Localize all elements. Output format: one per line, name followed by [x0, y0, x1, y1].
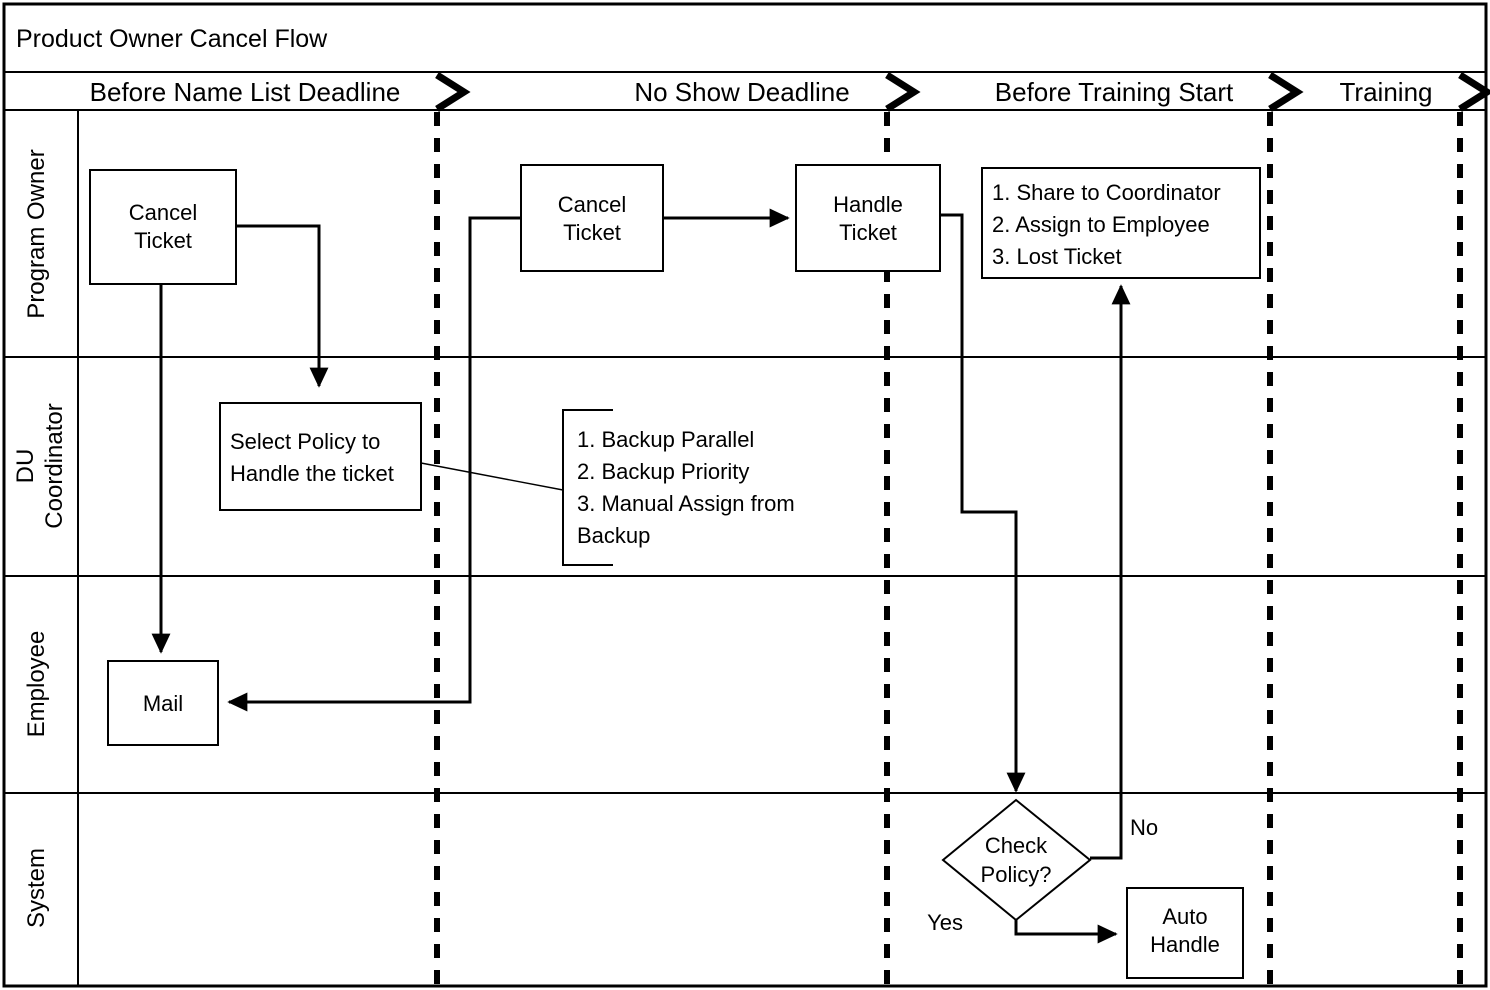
node-handle-ticket-line2: Ticket [839, 220, 897, 245]
node-cancel-ticket-1-line2: Ticket [134, 228, 192, 253]
owner-options-item-2: 2. Assign to Employee [992, 212, 1210, 237]
backup-policy-note-item-3: 3. Manual Assign from [577, 491, 795, 516]
phase-header-1: Before Name List Deadline [90, 77, 401, 107]
page-title: Product Owner Cancel Flow [16, 25, 328, 53]
node-handle-ticket[interactable]: Handle Ticket [795, 164, 941, 272]
phase-header-2: No Show Deadline [634, 77, 849, 107]
edge-label-no: No [1130, 815, 1158, 840]
backup-policy-note-item-4: Backup [577, 523, 650, 548]
node-auto-handle-line1: Auto [1162, 904, 1207, 929]
node-cancel-ticket-1[interactable]: Cancel Ticket [89, 169, 237, 285]
node-handle-ticket-line1: Handle [833, 192, 903, 217]
lane-label-employee: Employee [23, 631, 50, 738]
note-leader-line [420, 462, 564, 491]
node-select-policy[interactable]: Select Policy to Handle the ticket [219, 402, 422, 511]
lane-label-du-coordinator-line1: DU [12, 449, 39, 484]
node-auto-handle[interactable]: Auto Handle [1126, 887, 1244, 979]
edge-handle-ticket-to-check-policy [940, 213, 1026, 793]
lane-label-du-coordinator-line2: Coordinator [41, 403, 68, 528]
edge-check-policy-no-to-owner-options [1090, 284, 1131, 860]
phase-chevron-4-icon [1458, 72, 1490, 112]
lane-label-system: System [23, 848, 50, 928]
owner-options-box[interactable]: 1. Share to Coordinator 2. Assign to Emp… [981, 167, 1261, 279]
lane-label-program-owner: Program Owner [23, 149, 50, 318]
node-check-policy[interactable]: Check Policy? [941, 798, 1092, 922]
backup-policy-note: 1. Backup Parallel 2. Backup Priority 3.… [562, 409, 795, 566]
node-cancel-ticket-2-line2: Ticket [563, 220, 621, 245]
node-check-policy-line2: Policy? [981, 862, 1052, 887]
phase-header-4: Training [1340, 77, 1433, 107]
phase-chevron-2-icon [885, 72, 921, 112]
edge-cancel1-to-select-policy [236, 224, 329, 388]
node-check-policy-line1: Check [985, 833, 1048, 858]
edge-label-yes: Yes [927, 910, 963, 935]
node-auto-handle-line2: Handle [1150, 932, 1220, 957]
node-mail-label: Mail [143, 691, 183, 716]
node-select-policy-line2: Handle the ticket [230, 461, 394, 486]
phase-chevron-1-icon [435, 72, 471, 112]
backup-policy-note-item-2: 2. Backup Priority [577, 459, 749, 484]
phase-chevron-3-icon [1268, 72, 1304, 112]
owner-options-item-3: 3. Lost Ticket [992, 244, 1122, 269]
edge-cancel2-to-mail [227, 216, 521, 712]
phase-header-3: Before Training Start [995, 77, 1234, 107]
node-select-policy-line1: Select Policy to [230, 429, 380, 454]
backup-policy-note-item-1: 1. Backup Parallel [577, 427, 754, 452]
node-mail[interactable]: Mail [107, 660, 219, 746]
lane-label-du-coordinator: DU Coordinator [12, 403, 68, 528]
node-cancel-ticket-1-line1: Cancel [129, 200, 197, 225]
edge-check-policy-yes-to-auto-handle [1014, 920, 1118, 944]
node-cancel-ticket-2-line1: Cancel [558, 192, 626, 217]
owner-options-item-1: 1. Share to Coordinator [992, 180, 1221, 205]
node-cancel-ticket-2[interactable]: Cancel Ticket [520, 164, 664, 272]
